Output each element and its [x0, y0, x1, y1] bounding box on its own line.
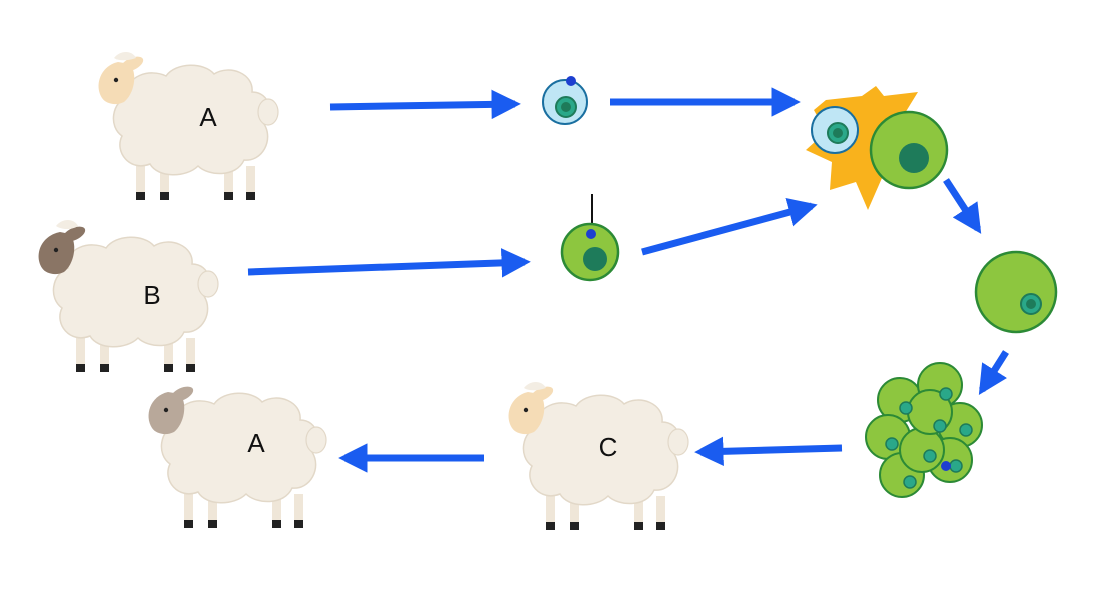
- sheep-c-head: [508, 382, 554, 435]
- arrow-fusion-to-zygote: [943, 178, 982, 234]
- sheep-b-donor: B: [38, 220, 219, 373]
- sheep-a-donor: A: [98, 52, 279, 201]
- reconstructed-cell: [974, 250, 1058, 334]
- arrow-embryo-to-c: [694, 436, 843, 467]
- sheep-a-clone-head: [148, 386, 194, 435]
- egg-cell-a: [542, 76, 588, 125]
- arrow-b-to-cell: [247, 248, 531, 278]
- sheep-a-head: [98, 52, 144, 105]
- arrow-a-to-egg: [329, 89, 521, 120]
- body-cell-b: [560, 194, 620, 282]
- sheep-c-surrogate: C: [508, 382, 689, 531]
- sheep-a-clone-label: A: [247, 428, 265, 458]
- arrows: [247, 87, 1009, 473]
- early-embryo: [865, 362, 983, 498]
- arrow-cell-to-fusion: [641, 197, 818, 256]
- sheep-b-head: [38, 220, 86, 275]
- arrow-zygote-to-embryo: [978, 350, 1009, 395]
- cell-fusion: [806, 86, 949, 210]
- sheep-c-label: C: [599, 432, 618, 462]
- sheep-a-clone: A: [148, 386, 327, 529]
- sheep-b-label: B: [143, 280, 160, 310]
- sheep-a-label: A: [199, 102, 217, 132]
